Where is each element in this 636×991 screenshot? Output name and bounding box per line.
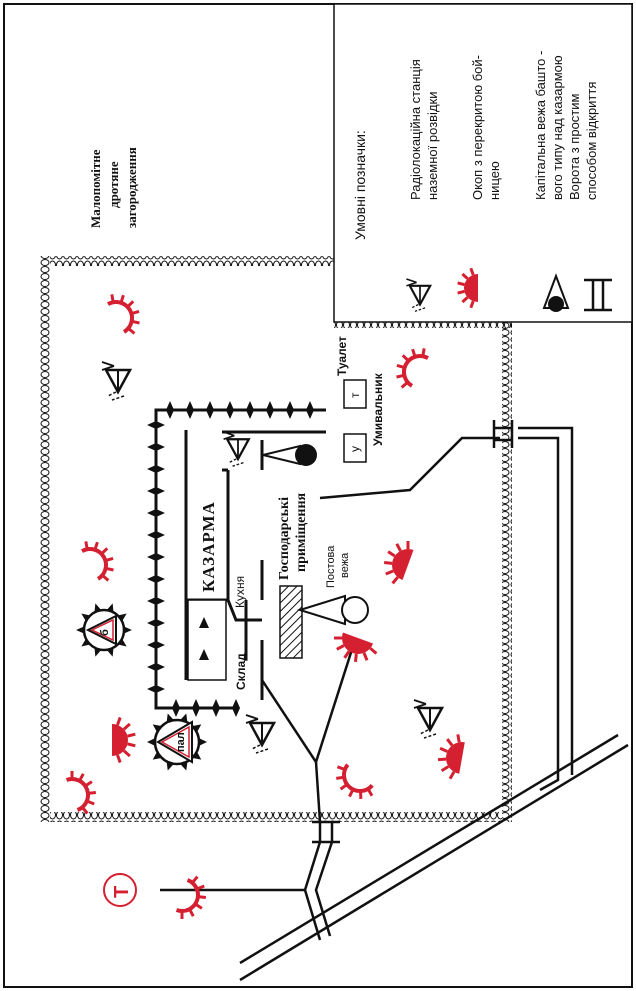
gate-icon [312,820,340,844]
post-tower-label-2: вежа [339,552,351,578]
internal-walls [184,430,326,700]
wire-label-2: дротяне [106,161,121,208]
barracks-label: КАЗАРМА [199,501,218,592]
trench-icon [81,541,114,582]
kitchen-room [187,599,227,681]
legend-gate-line1: Ворота з простим [567,93,582,200]
phone-letter: Т [111,886,133,898]
washroom-box [343,433,367,463]
washroom-label: Умивальник [371,372,385,446]
washroom-letter: у [348,446,362,452]
trench-icon [457,267,478,309]
gate-icon [584,278,612,312]
fuel-letter: пал [175,732,187,752]
legend-trench-line1: Окоп з перекритою бой- [470,55,485,200]
trench-icon [336,763,374,800]
trench-icon [65,770,97,815]
trench-icon [383,540,414,585]
ammo-depot-icon [76,603,132,657]
legend-tower-line2: вого типу над казармою [550,55,565,200]
trench-icon [107,294,140,335]
radar-icon [406,278,432,312]
radar-icon [223,431,251,467]
wire-perimeter [40,256,512,822]
radar-icon [413,699,445,739]
kitchen-label: Кухня [233,576,247,608]
trench-icon [112,716,136,764]
utility-label-1: Господарські [277,497,292,580]
legend-trench-line2: ницею [487,161,502,200]
gate-icon [492,420,514,448]
roads [160,426,629,982]
warehouse-label: Склад [234,653,248,690]
fuel-depot-icon [147,713,207,771]
wire-label-3: загородження [124,147,139,228]
phone-icon [103,873,137,907]
toilet-box [343,379,367,409]
legend-radar-line2: наземної розвідки [425,92,440,200]
barbed-spikes [147,401,314,717]
trench-icon [333,632,378,663]
post-tower-icon [296,594,369,626]
page-border [3,3,633,988]
legend-tower-line1: Капітальна вежа башто - [533,51,548,200]
utility-label-2: приміщення [294,492,309,572]
radar-icon [245,714,277,754]
tower-icon [542,273,570,312]
tower-icon [262,444,317,466]
legend-gate-line2: способом відкриття [584,82,599,200]
post-tower-label-1: Постова [325,545,337,588]
legend-box [333,3,633,323]
trench-icon [437,734,465,780]
radar-icon [101,361,133,401]
legend-radar-line1: Радіолокаційна станція [408,59,423,200]
toilet-label: Туалет [335,336,349,376]
trench-icon [396,348,429,389]
toilet-letter: т [348,392,362,398]
warehouse-hatched [279,585,303,659]
wire-label-1: Малопомітне [88,149,103,228]
trench-icon [175,875,207,920]
legend-title: Умовні позначки: [352,130,368,240]
ammo-letter: б [99,629,111,636]
